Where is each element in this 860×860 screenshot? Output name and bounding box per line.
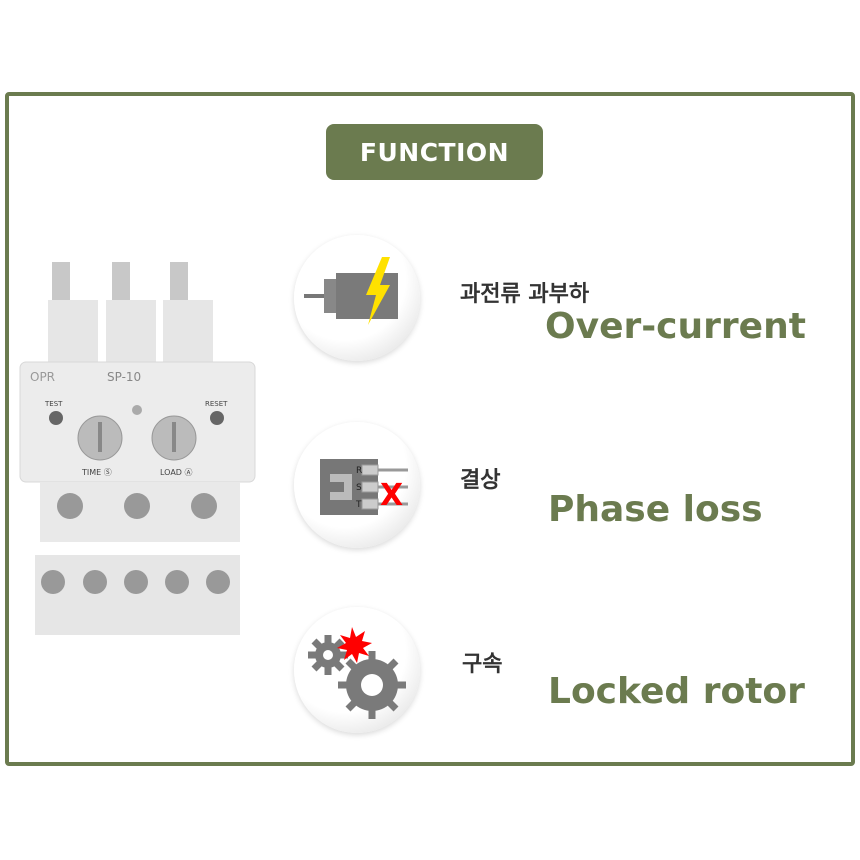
- function-en-label: Locked rotor: [548, 671, 805, 712]
- function-ko-label: 결상: [460, 468, 501, 493]
- overload-relay-image: OPR SP-10 TEST RESET TIME Ⓢ LOAD Ⓐ: [19, 262, 256, 635]
- function-ko-label: 과전류 과부하: [460, 282, 590, 307]
- locked-gears-icon: [294, 607, 420, 733]
- content-frame: [5, 92, 855, 766]
- function-badge: FUNCTION: [326, 124, 543, 180]
- load-label: LOAD Ⓐ: [160, 468, 193, 477]
- reset-label: RESET: [205, 400, 228, 408]
- function-en-label: Over-current: [545, 306, 806, 347]
- time-label: TIME Ⓢ: [81, 468, 112, 477]
- svg-text:R: R: [356, 466, 362, 476]
- function-en-label: Phase loss: [548, 489, 763, 530]
- device-model: SP-10: [107, 370, 141, 384]
- svg-text:T: T: [355, 500, 362, 510]
- svg-text:S: S: [356, 483, 362, 493]
- device-brand: OPR: [30, 370, 55, 384]
- motor-lightning-icon: [294, 235, 420, 361]
- svg-text:X: X: [380, 478, 403, 513]
- test-label: TEST: [44, 400, 63, 408]
- function-ko-label: 구속: [462, 652, 503, 677]
